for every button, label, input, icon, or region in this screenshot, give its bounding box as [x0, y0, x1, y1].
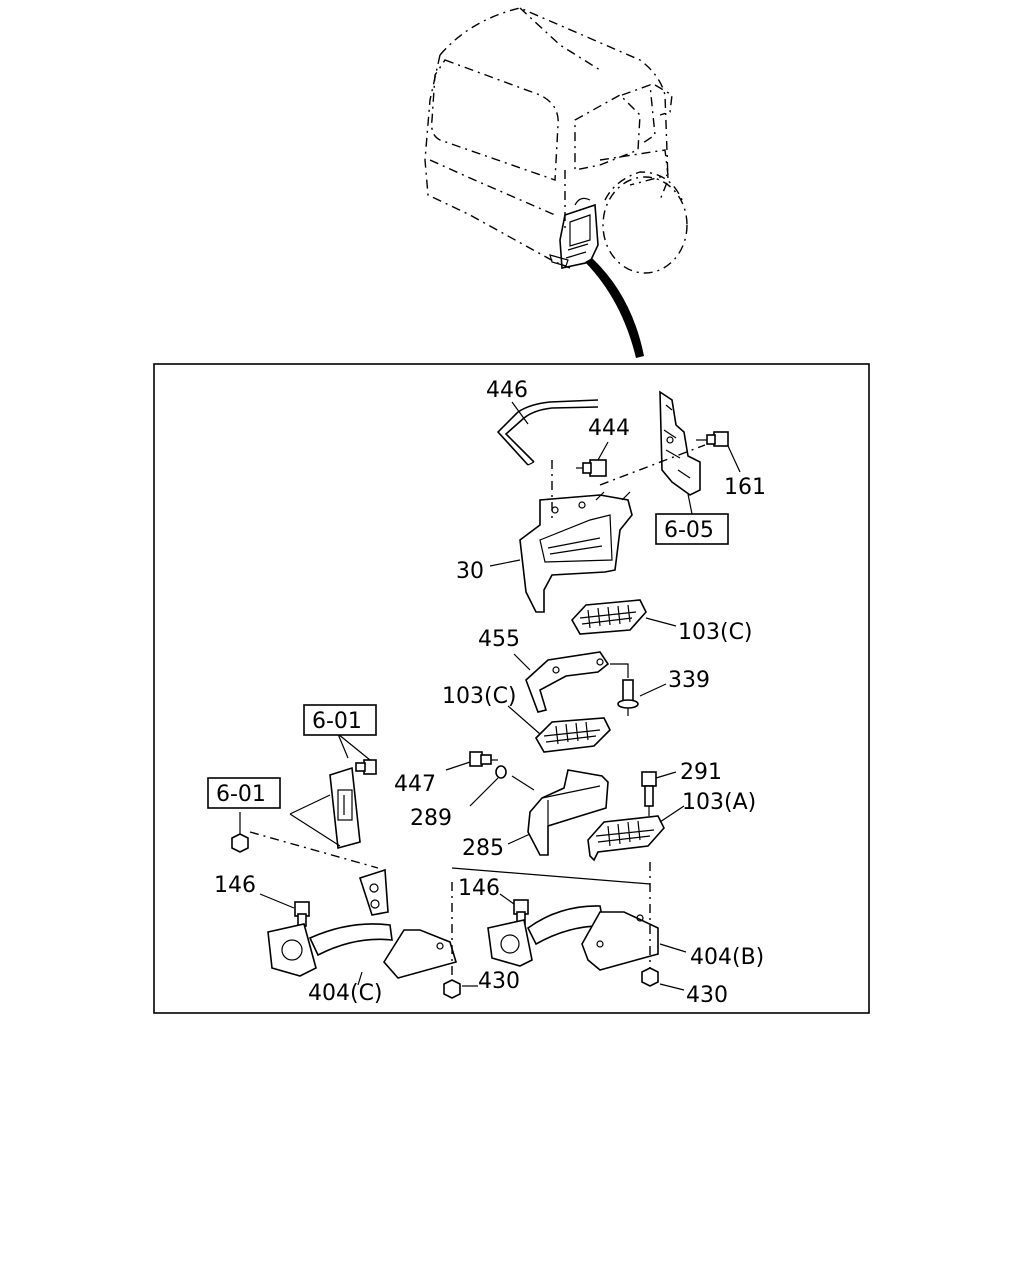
part-161-bracket: [659, 390, 701, 496]
ref-label-6-01-top: 6-01: [312, 709, 362, 734]
detail-leader-arrow: [585, 258, 644, 358]
part-447-bolt: [469, 751, 498, 767]
part-146-right-bolt: [513, 899, 529, 925]
ref-box-6-01-left[interactable]: 6-01: [207, 777, 281, 809]
part-30-step-housing: [519, 491, 633, 613]
vehicle-overview-illustration: [424, 7, 688, 358]
part-455-bracket: [525, 651, 610, 713]
part-446-rod: [496, 399, 599, 466]
callout-339: 339: [668, 668, 710, 693]
part-430-left-nut: [443, 979, 461, 999]
ref-box-6-05[interactable]: 6-05: [655, 513, 729, 545]
callout-103a: 103(A): [682, 790, 756, 815]
callout-291: 291: [680, 760, 722, 785]
callout-446: 446: [486, 378, 528, 403]
ref-label-6-01-left: 6-01: [216, 782, 266, 807]
callout-146-left: 146: [214, 873, 256, 898]
ref-box-6-01-top[interactable]: 6-01: [303, 704, 377, 736]
callout-430-right: 430: [686, 983, 728, 1008]
part-103c-middle-pad: [535, 717, 611, 753]
ref-label-6-05: 6-05: [664, 518, 714, 543]
part-404c-step-bracket: [267, 868, 458, 979]
callout-146-right: 146: [458, 876, 500, 901]
callout-430-left: 430: [478, 969, 520, 994]
ref-6-01-nut: [231, 812, 249, 853]
callout-161: 161: [724, 475, 766, 500]
callout-444: 444: [588, 416, 630, 441]
part-430-right-nut: [641, 967, 659, 987]
callout-30: 30: [456, 559, 484, 584]
callout-103c-mid: 103(C): [442, 684, 517, 709]
part-404b-step-bracket: [487, 905, 659, 971]
part-146-left-bolt: [294, 901, 310, 927]
part-289-washer: [495, 765, 507, 779]
callout-447: 447: [394, 772, 436, 797]
callout-103c-top: 103(C): [678, 620, 753, 645]
step-assembly-location-marker: [549, 197, 599, 269]
part-339-pin: [617, 679, 639, 716]
callout-285: 285: [462, 836, 504, 861]
part-161-bolt: [696, 431, 729, 447]
part-444-bolt: [576, 459, 607, 477]
callout-455: 455: [478, 627, 520, 652]
part-103a-lower-pad: [587, 815, 665, 862]
part-285-bracket: [527, 769, 609, 856]
callout-404c: 404(C): [308, 981, 383, 1006]
callout-289: 289: [410, 806, 452, 831]
ref-6-01-bracket-part: [329, 766, 361, 850]
callout-404b: 404(B): [690, 945, 764, 970]
ref-6-01-bolt: [355, 759, 377, 775]
part-291-bolt: [641, 771, 657, 816]
part-103c-upper-pad: [571, 599, 647, 635]
detail-frame: [153, 363, 870, 1014]
